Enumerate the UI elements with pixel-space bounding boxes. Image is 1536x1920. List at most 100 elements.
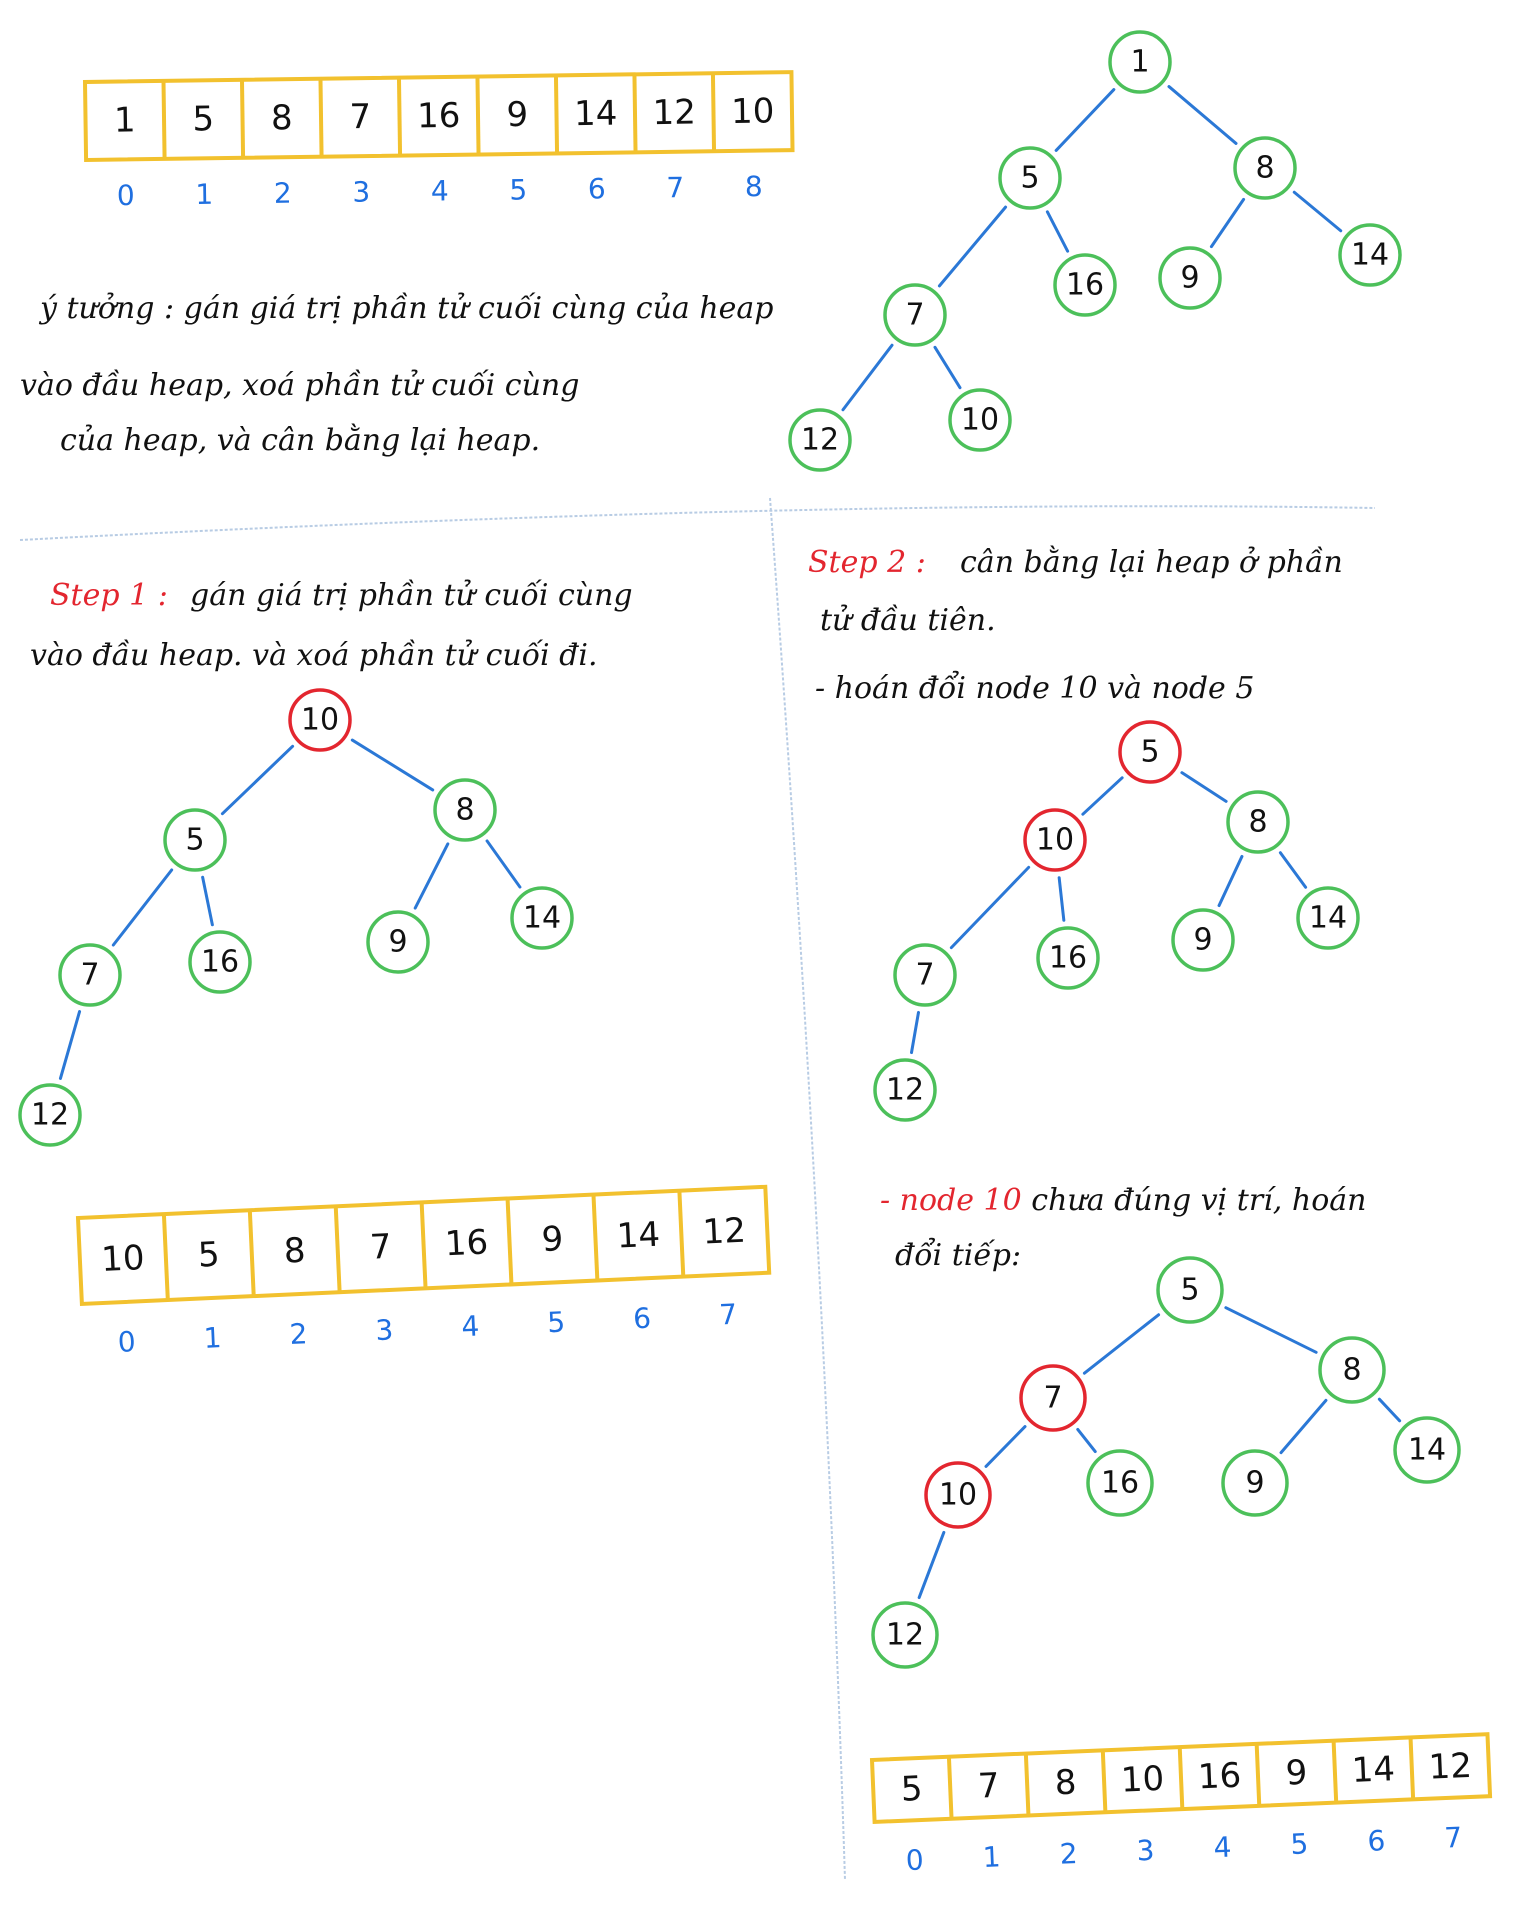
- step2-array-index-5: 5: [1290, 1827, 1309, 1861]
- step2a-node-circle: [1171, 908, 1235, 972]
- intro-edge-b-e: [1209, 197, 1246, 249]
- step2-swap2-line-1: - node 10 chưa đúng vị trí, hoán: [880, 1183, 1366, 1218]
- intro-node-7: 7: [883, 283, 947, 347]
- step1-node-label: 10: [301, 703, 339, 738]
- intro-node-label: 8: [1255, 151, 1274, 186]
- intro-edge-b-f: [1292, 190, 1343, 233]
- step1-array-divider: [677, 1190, 686, 1277]
- step2a-node-circle: [1296, 886, 1360, 950]
- step2b-node-label: 16: [1101, 1466, 1139, 1501]
- step2b-node-circle: [1318, 1336, 1386, 1404]
- step2a-edge-r-b: [1180, 771, 1228, 803]
- step1-array-divider: [419, 1202, 428, 1289]
- step1-node-9: 9: [366, 910, 430, 974]
- intro-array-divider: [475, 76, 481, 155]
- intro-edge-a-d: [1045, 210, 1070, 253]
- step1-array-cell-4: 16: [444, 1222, 489, 1264]
- step2a-node-label: 16: [1049, 941, 1087, 976]
- step2b-node-16: 16: [1086, 1449, 1154, 1517]
- step2a-node-label: 8: [1248, 805, 1267, 840]
- intro-array-divider: [553, 75, 560, 154]
- intro-node-circle: [788, 408, 852, 472]
- step1-array-cell-6: 14: [616, 1215, 661, 1257]
- step1-node-circle: [58, 943, 122, 1007]
- step2-array-divider: [1177, 1747, 1185, 1810]
- intro-array-cell-1: 5: [192, 99, 214, 139]
- intro-array-divider: [239, 79, 246, 158]
- step1-node-label: 16: [201, 945, 239, 980]
- step2a-node-12: 12: [873, 1058, 937, 1122]
- step2b-node-5: 5: [1156, 1256, 1224, 1324]
- step2a-node-circle: [873, 1058, 937, 1122]
- step2-array-divider: [1254, 1743, 1262, 1806]
- intro-node-circle: [1108, 30, 1172, 94]
- step2-array-index-6: 6: [1367, 1824, 1386, 1858]
- step2-array-index-0: 0: [905, 1843, 924, 1877]
- intro-array-index-1: 1: [195, 178, 213, 211]
- step1-label: Step 1 :: [50, 578, 168, 613]
- intro-node-circle: [948, 388, 1012, 452]
- step1-node-label: 12: [31, 1098, 69, 1133]
- intro-edge-r-b: [1167, 85, 1238, 145]
- step1-edge-c-g: [58, 1010, 82, 1080]
- intro-array-cell-5: 9: [506, 95, 528, 135]
- step2-swap2-prefix: - node 10: [880, 1183, 1022, 1218]
- step2b-node-circle: [1156, 1256, 1224, 1324]
- step1-node-label: 7: [80, 958, 99, 993]
- step1-node-label: 5: [185, 823, 204, 858]
- step2a-edge-b-e: [1217, 854, 1244, 908]
- step2b-node-circle: [871, 1601, 939, 1669]
- step2b-edge-b-e: [1279, 1398, 1328, 1455]
- intro-array-index-8: 8: [745, 170, 763, 203]
- intro-node-circle: [1338, 223, 1402, 287]
- step1-node-12: 12: [18, 1083, 82, 1147]
- step1-array-index-1: 1: [203, 1321, 222, 1355]
- intro-array-cell-8: 10: [731, 91, 775, 132]
- intro-array-cell-6: 14: [574, 94, 618, 135]
- step1-edge-a-d: [201, 875, 214, 927]
- intro-array-cell-2: 8: [271, 98, 293, 138]
- step2-swap2-rest: chưa đúng vị trí, hoán: [1022, 1183, 1367, 1218]
- step1-array-cell-3: 7: [369, 1227, 392, 1268]
- step2b-node-label: 7: [1043, 1381, 1062, 1416]
- step1-node-7: 7: [58, 943, 122, 1007]
- step2a-node-label: 7: [915, 958, 934, 993]
- intro-node-16: 16: [1053, 253, 1117, 317]
- intro-idea-text: ý tưởng : gán giá trị phần tử cuối cùng …: [20, 291, 774, 458]
- step2-label: Step 2 :: [808, 545, 926, 580]
- intro-node-label: 12: [801, 423, 839, 458]
- step2-second-swap-text: - node 10 chưa đúng vị trí, hoán đổi tiế…: [880, 1183, 1366, 1273]
- step1-array-divider: [591, 1194, 600, 1281]
- step2-array-divider: [1331, 1740, 1339, 1803]
- step2b-node-7: 7: [1019, 1364, 1087, 1432]
- intro-edge-c-h: [933, 345, 962, 390]
- step1-edge-b-e: [413, 842, 450, 910]
- step1-node-circle: [433, 778, 497, 842]
- intro-node-1: 1: [1108, 30, 1172, 94]
- step2-swap1-text: - hoán đổi node 10 và node 5: [815, 670, 1254, 706]
- intro-node-9: 9: [1158, 246, 1222, 310]
- step2b-node-label: 10: [939, 1478, 977, 1513]
- step1-edge-r-b: [350, 738, 435, 792]
- intro-node-label: 9: [1180, 261, 1199, 296]
- step2-array-cell-5: 9: [1285, 1753, 1308, 1794]
- step2b-node-label: 8: [1342, 1353, 1361, 1388]
- step2b-node-label: 5: [1180, 1273, 1199, 1308]
- intro-node-label: 16: [1066, 268, 1104, 303]
- step1-text: Step 1 : gán giá trị phần tử cuối cùng v…: [30, 578, 633, 673]
- step1-text-line-2: vào đầu heap. và xoá phần tử cuối đi.: [30, 638, 598, 673]
- step1-node-label: 9: [388, 925, 407, 960]
- intro-node-circle: [883, 283, 947, 347]
- step1-edge-a-c: [111, 868, 174, 947]
- step2a-node-label: 5: [1140, 735, 1159, 770]
- step2a-node-5: 5: [1118, 720, 1182, 784]
- step2a-node-label: 10: [1036, 823, 1074, 858]
- step1-node-label: 14: [523, 901, 561, 936]
- step2-array-cell-3: 10: [1120, 1759, 1165, 1801]
- step2-array-cell-2: 8: [1054, 1762, 1077, 1803]
